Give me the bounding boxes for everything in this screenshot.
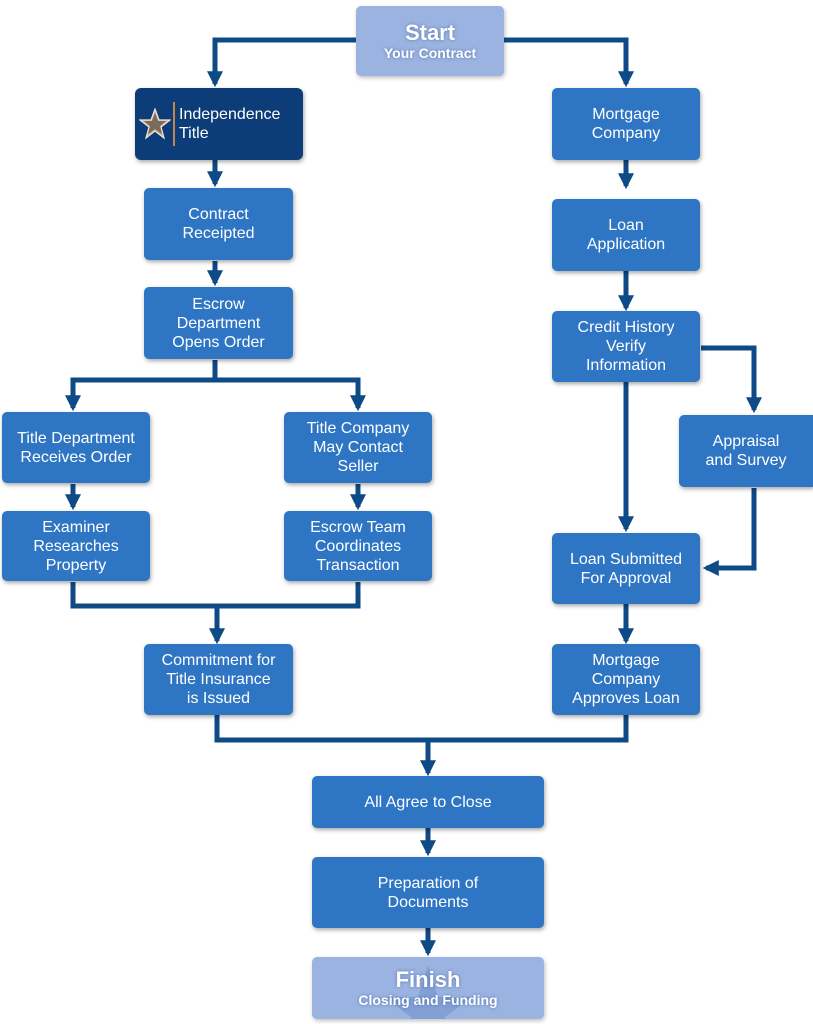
connector-credit-to-appraisal xyxy=(701,345,763,414)
connector-start-to-mortgage xyxy=(503,37,635,88)
step-line: Escrow xyxy=(192,295,245,313)
connector-escrow-split-right xyxy=(215,377,367,412)
step-line: Seller xyxy=(337,458,379,475)
step-line: is Issued xyxy=(186,690,251,707)
step-line: Coordinates xyxy=(314,537,402,555)
step-line: For Approval xyxy=(580,569,672,587)
start-node: Start Your Contract xyxy=(356,6,504,76)
step-line: All Agree to Close xyxy=(364,793,492,811)
step-line: Title Company xyxy=(306,420,410,437)
step-contract-receipted: Contract Receipted xyxy=(144,188,293,260)
step-line: Researches xyxy=(33,537,119,555)
step-line: Company xyxy=(591,125,661,142)
step-line: Title Department xyxy=(17,429,135,447)
step-line: Opens Order xyxy=(172,333,265,351)
finish-star-icon xyxy=(384,965,472,1019)
step-line: Loan Submitted xyxy=(569,550,683,568)
connector-start-to-title xyxy=(206,37,358,88)
step-line: Mortgage xyxy=(592,106,660,123)
step-line: Information xyxy=(585,357,667,374)
step-mortgage-approves: Mortgage Company Approves Loan xyxy=(552,644,700,715)
finish-node: Finish Closing and Funding xyxy=(312,957,544,1019)
step-loan-application: Loan Application xyxy=(552,199,700,271)
step-line: Documents xyxy=(387,893,469,911)
step-line: Receipted xyxy=(182,225,255,242)
brand-node: Independence Title xyxy=(135,88,303,160)
step-line: Approves Loan xyxy=(572,690,680,707)
step-line: Mortgage xyxy=(592,652,660,669)
step-line: Contract xyxy=(188,206,249,223)
step-line: Department xyxy=(176,314,261,332)
step-line: Transaction xyxy=(316,556,400,574)
step-line: Title Insurance xyxy=(166,671,271,688)
step-mortgage-company: Mortgage Company xyxy=(552,88,700,160)
step-line: Property xyxy=(45,556,107,574)
start-title: Start xyxy=(404,19,456,45)
step-appraisal: Appraisal and Survey xyxy=(679,415,813,487)
step-title-department: Title Department Receives Order xyxy=(2,412,150,483)
step-line: Loan xyxy=(608,217,644,234)
brand-line1: Independence xyxy=(179,106,281,123)
step-loan-submitted: Loan Submitted For Approval xyxy=(552,533,700,604)
finish-title: Finish xyxy=(395,966,461,992)
step-escrow-opens-order: Escrow Department Opens Order xyxy=(144,287,293,359)
step-line: Verify xyxy=(605,338,646,355)
step-examiner: Examiner Researches Property xyxy=(2,511,150,581)
step-all-agree: All Agree to Close xyxy=(312,776,544,828)
step-line: Commitment for xyxy=(161,652,276,669)
connector-escrow-split xyxy=(64,360,218,412)
step-line: and Survey xyxy=(705,452,787,469)
step-line: Escrow Team xyxy=(310,518,406,536)
step-credit-history: Credit History Verify Information xyxy=(552,311,700,382)
star-logo-icon xyxy=(137,102,175,146)
step-line: Application xyxy=(586,236,666,253)
step-escrow-team: Escrow Team Coordinates Transaction xyxy=(284,511,432,581)
step-title-company-contact: Title Company May Contact Seller xyxy=(284,412,432,483)
finish-subtitle: Closing and Funding xyxy=(358,991,498,1008)
step-preparation: Preparation of Documents xyxy=(312,857,544,928)
connector-examiner-join xyxy=(70,582,361,609)
step-line: Preparation of xyxy=(377,874,479,892)
step-line: Company xyxy=(591,671,661,688)
start-subtitle: Your Contract xyxy=(383,44,477,61)
step-line: Receives Order xyxy=(20,448,132,466)
brand-line2: Title xyxy=(179,125,209,142)
step-line: Appraisal xyxy=(712,433,780,450)
connector-commitment-merge xyxy=(214,714,629,743)
step-line: Credit History xyxy=(577,319,675,336)
step-commitment: Commitment for Title Insurance is Issued xyxy=(144,644,293,715)
step-line: May Contact xyxy=(313,439,403,456)
connector-appraisal-to-loansubmitted xyxy=(702,488,757,577)
step-line: Examiner xyxy=(42,518,110,536)
